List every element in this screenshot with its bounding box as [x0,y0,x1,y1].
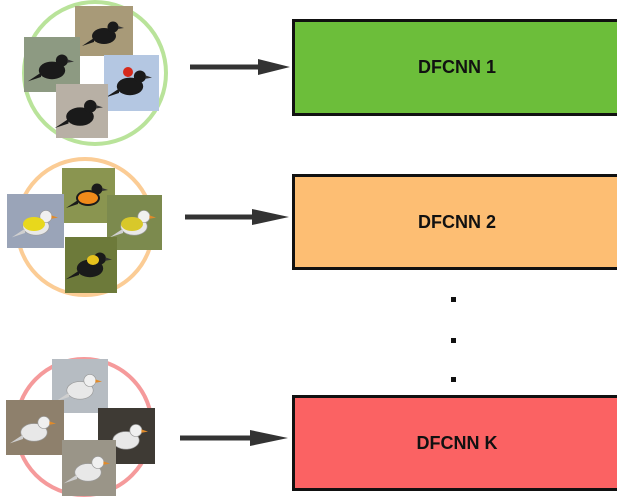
bird-photo [62,440,116,496]
arrow-2 [185,209,289,225]
arrow-1 [190,59,290,75]
bird-photo [6,400,64,455]
bird-photo [65,237,117,293]
bird-photo [24,37,80,92]
arrow-k [180,430,288,446]
bird-photo [62,168,115,223]
dfcnn-label-2: DFCNN 2 [417,211,496,232]
ellipsis-dot [451,338,456,343]
bird-cluster-1 [22,0,168,146]
dfcnn-label-k: DFCNN K [416,432,498,453]
bird-cluster-k [6,357,155,497]
bird-photo [75,6,133,56]
bird-photo [104,55,159,111]
dfcnn-box-k: DFCNN K [292,395,617,491]
ellipsis-dot [451,377,456,382]
dfcnn-label-1: DFCNN 1 [417,57,496,77]
bird-photo [7,194,64,248]
ellipsis-dot [451,297,456,302]
dfcnn-box-2: DFCNN 2 [292,174,617,270]
bird-photo [54,84,108,138]
bird-cluster-2 [7,157,162,297]
dfcnn-box-1: DFCNN 1 [292,19,617,116]
